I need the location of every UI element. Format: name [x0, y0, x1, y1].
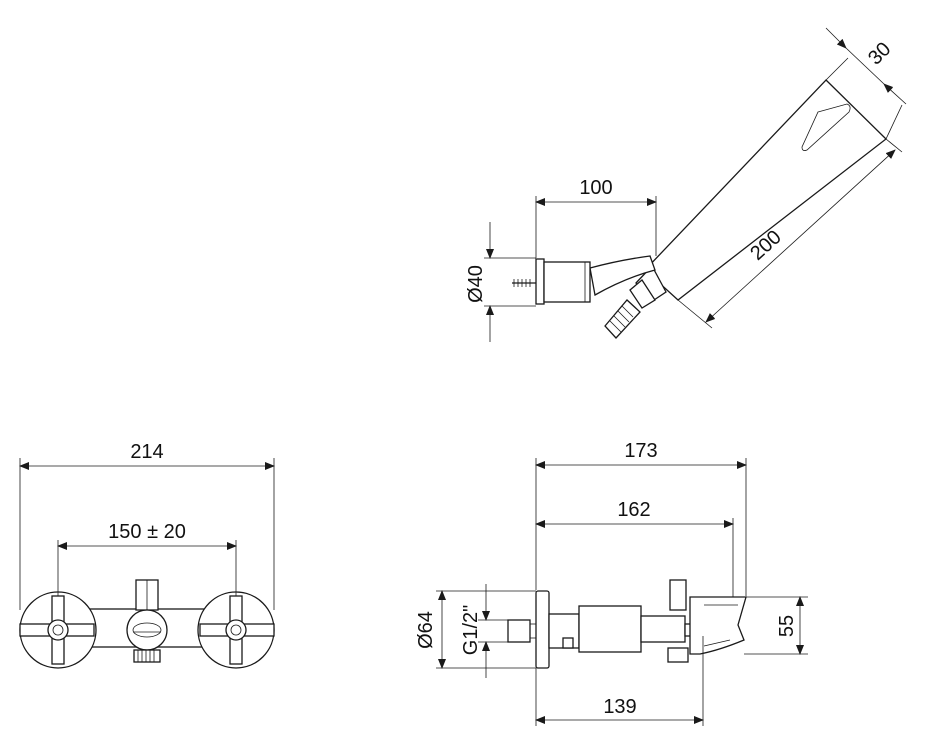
dim-holder-diameter-label: Ø40: [465, 265, 487, 303]
left-cross-handle: [19, 595, 95, 665]
side-body-front: [578, 605, 642, 653]
side-hose-connection: [667, 647, 689, 663]
hose-nut: [629, 279, 656, 309]
dim-hand-shower-width-label: 30: [864, 38, 895, 69]
mixer-front-view: 214 150 ± 20: [19, 441, 275, 669]
side-rosette: [535, 590, 550, 669]
side-diverter-knob: [669, 579, 687, 611]
hose-connection: [133, 649, 161, 663]
side-body-cap: [640, 615, 686, 643]
dim-side-body-label: 139: [603, 696, 636, 718]
wall-holder-body: [543, 261, 591, 303]
dim-mixer-centers: 150 ± 20: [57, 521, 237, 596]
dim-spout-height: 55: [744, 596, 808, 655]
dim-connection-thread-label: G1/2": [460, 605, 482, 655]
wall-screw: [512, 279, 536, 287]
dim-side-total: 173: [535, 440, 747, 596]
hand-shower-slot: [801, 103, 851, 151]
hand-shower-body: [644, 79, 887, 301]
dim-holder-diameter: Ø40: [465, 222, 536, 342]
wall-connection-nipple: [507, 619, 531, 643]
dim-holder-length: 100: [535, 177, 657, 258]
dim-mixer-centers-label: 150 ± 20: [108, 521, 186, 543]
holder-arm: [589, 255, 656, 297]
dim-rosette-diameter-label: Ø64: [415, 611, 437, 649]
dim-side-total-label: 173: [624, 440, 657, 462]
dim-side-spout: 162: [535, 499, 734, 597]
dim-mixer-width: 214: [19, 441, 275, 610]
dim-side-spout-label: 162: [617, 499, 650, 521]
hose-end: [604, 299, 641, 339]
dim-holder-length-label: 100: [579, 177, 612, 199]
wall-holder-rosette: [535, 258, 545, 305]
dim-connection-thread: G1/2": [460, 584, 508, 678]
hand-shower-view: 100 Ø40 200 30: [465, 27, 907, 342]
side-small-square: [562, 637, 574, 649]
dim-side-body: 139: [535, 636, 704, 726]
dim-spout-height-label: 55: [776, 615, 798, 637]
side-spout: [689, 596, 747, 655]
right-cross-handle: [199, 595, 275, 665]
mixer-side-view: 173 162 139 Ø64 G1/2": [415, 440, 808, 726]
dim-mixer-width-label: 214: [130, 441, 163, 463]
